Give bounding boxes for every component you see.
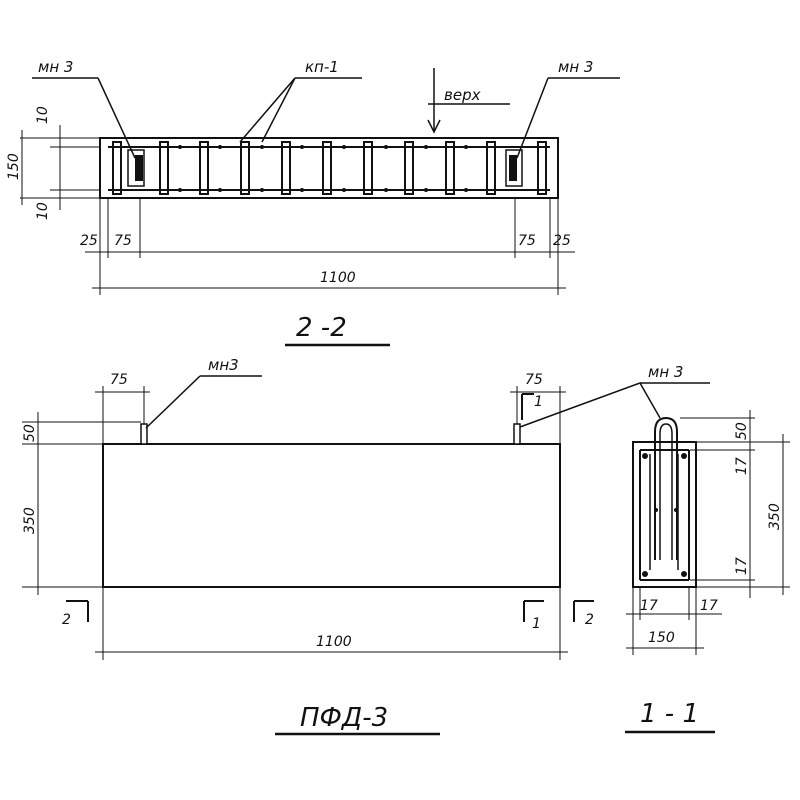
section-1-1: мн 3 50 17 350 17 17 17 150 1 - 1: [519, 363, 790, 734]
label-mn3-top-left: мн 3: [38, 58, 73, 76]
title-pfd-3: ПФД-3: [300, 703, 388, 733]
cut-mark-2-left: 2: [62, 612, 71, 628]
dim-350-front: 350: [22, 507, 38, 534]
rebar-dots: [178, 145, 468, 192]
label-verh: верх: [444, 86, 481, 104]
dim-1100-front: 1100: [316, 634, 352, 650]
dim-75-left: 75: [114, 233, 132, 249]
cut-mark-1-top: 1: [534, 394, 543, 410]
label-mn3-section: мн 3: [648, 363, 683, 381]
dim-17-section-right: 17: [700, 598, 718, 614]
dim-75-right: 75: [518, 233, 536, 249]
dim-10-bottom: 10: [35, 202, 51, 220]
front-view: 75 75 мн3 1 50 350 2 1 2 1100: [22, 356, 594, 736]
lifting-loop-right: [513, 423, 521, 445]
lifting-loop-section: [654, 416, 678, 560]
dim-1100-top: 1100: [320, 270, 356, 286]
cut-mark-2-right: 2: [585, 612, 594, 628]
dim-17-section-top: 17: [734, 457, 750, 475]
label-mn3-top-right: мн 3: [558, 58, 593, 76]
dim-150-left: 150: [6, 153, 22, 180]
dim-50-front: 50: [22, 424, 38, 442]
dim-75-front-right: 75: [525, 372, 543, 388]
stirrups: [112, 141, 547, 195]
dim-10-top: 10: [35, 106, 51, 124]
plan-view-2-2: мн 3 кп-1 мн 3 верх 10 150 10 25 75: [6, 58, 620, 347]
dim-25-left: 25: [80, 233, 98, 249]
section-title-2-2: 2 -2: [296, 313, 347, 343]
label-kp1: кп-1: [305, 58, 339, 76]
slab-plan-outline: [99, 137, 559, 199]
cut-mark-1: 1: [532, 616, 541, 632]
dim-17-section-left: 17: [640, 598, 658, 614]
dim-75-front-left: 75: [110, 372, 128, 388]
dim-25-right: 25: [553, 233, 571, 249]
dim-150-section: 150: [648, 630, 675, 646]
section-title-1-1: 1 - 1: [640, 699, 699, 729]
dim-17-section-bottom: 17: [734, 557, 750, 575]
section-outline: [632, 441, 697, 588]
label-mn3-front: мн3: [208, 356, 239, 374]
slab-front-outline: [102, 443, 561, 588]
dim-350-section: 350: [767, 503, 783, 530]
dim-50-section: 50: [734, 422, 750, 440]
